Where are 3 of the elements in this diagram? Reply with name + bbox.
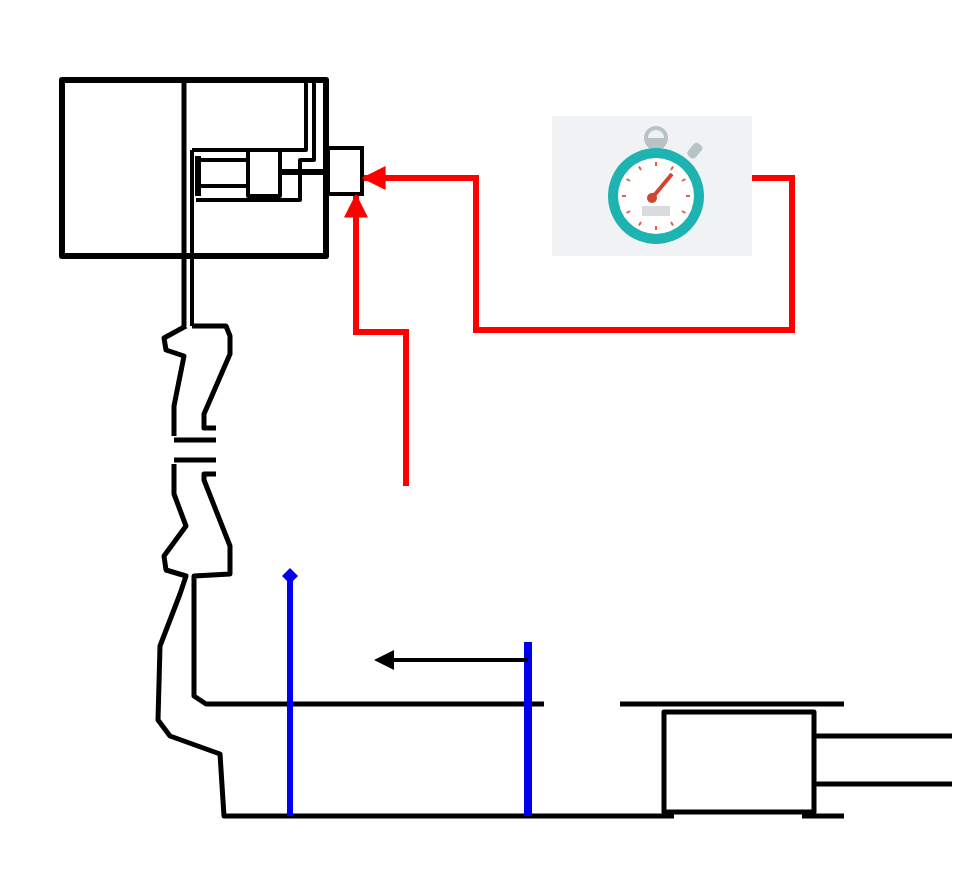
signal-line (344, 193, 409, 486)
valve-block (326, 146, 364, 196)
signal-line (361, 166, 795, 333)
